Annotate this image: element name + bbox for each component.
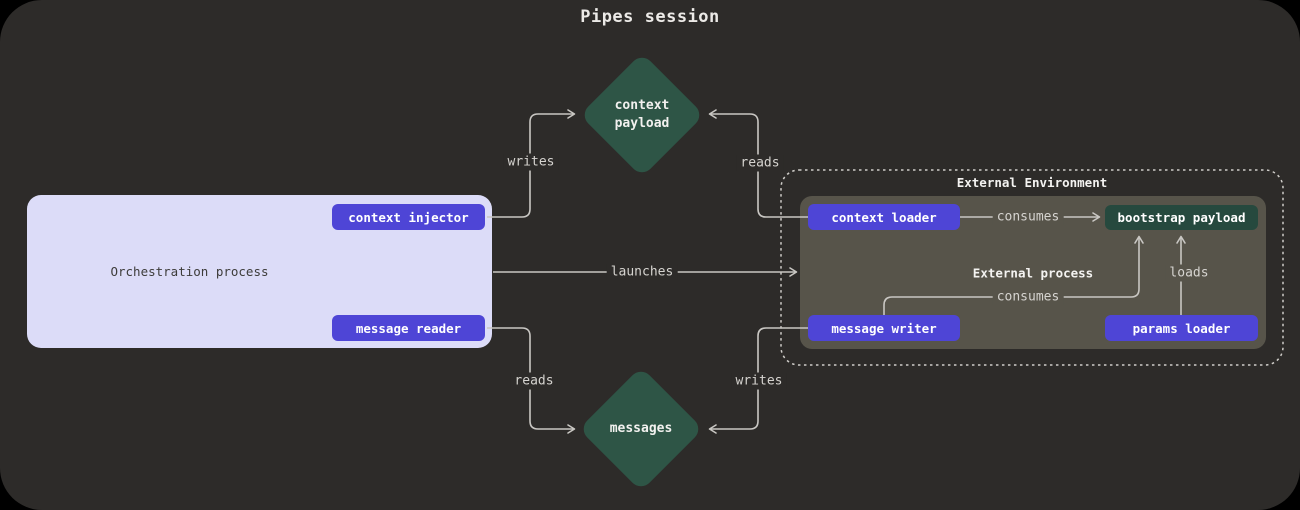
edge-label-reads-top: reads [736, 154, 784, 172]
edge-label-consumes-bottom: consumes [992, 288, 1064, 306]
node-params-loader: params loader [1105, 315, 1258, 341]
edge-label-consumes-top: consumes [992, 208, 1064, 226]
external-environment-label: External Environment [956, 175, 1108, 190]
node-orchestration-process: Orchestration process context injector m… [27, 195, 492, 348]
diagram-title: Pipes session [580, 7, 720, 27]
external-process-label: External process [972, 265, 1094, 280]
node-message-writer: message writer [808, 315, 960, 341]
edge-label-launches: launches [606, 263, 678, 281]
node-context-payload: context payload [579, 52, 705, 178]
edge-label-writes-bottom: writes [731, 372, 787, 390]
node-messages: messages [578, 366, 704, 492]
node-bootstrap-payload: bootstrap payload [1105, 205, 1258, 230]
node-context-injector: context injector [332, 204, 485, 230]
edge-label-reads-bottom: reads [510, 372, 558, 390]
edge-label-loads: loads [1165, 264, 1213, 282]
node-context-payload-label: context payload [614, 98, 670, 131]
orchestration-process-label: Orchestration process [110, 264, 269, 279]
node-context-loader: context loader [808, 204, 960, 230]
edge-label-writes-top: writes [503, 153, 559, 171]
node-message-reader: message reader [332, 315, 485, 341]
node-messages-label: messages [609, 421, 673, 436]
